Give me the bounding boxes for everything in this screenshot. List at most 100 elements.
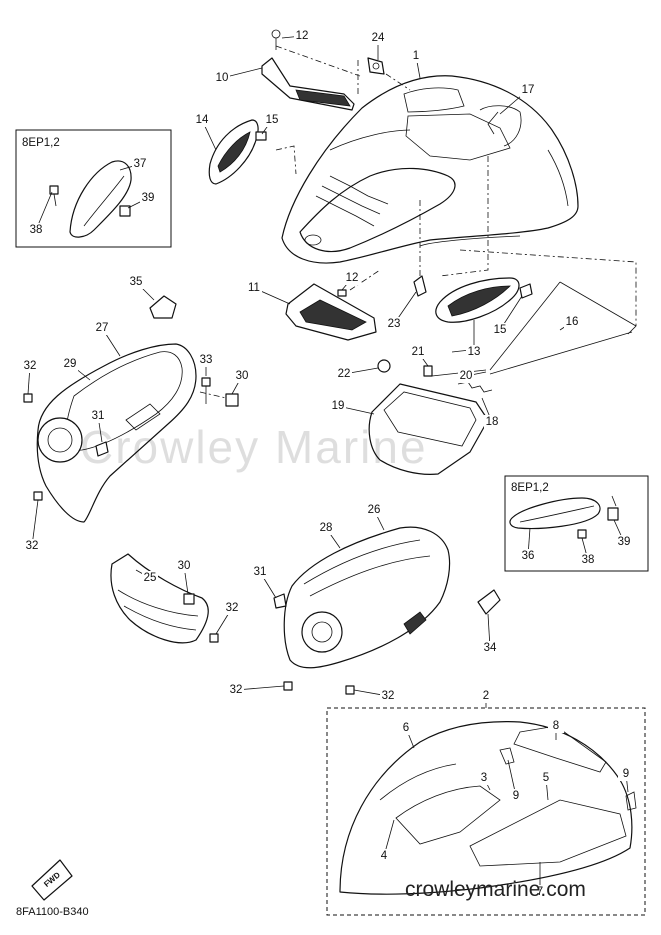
callout-l30a: 30 bbox=[236, 370, 249, 382]
callout-l26: 26 bbox=[368, 504, 381, 516]
callout-bg-l3 bbox=[476, 771, 492, 785]
callout-l32a: 32 bbox=[24, 360, 37, 372]
callout-bg-l29 bbox=[62, 357, 78, 371]
part-30-clip bbox=[225, 393, 239, 407]
part-10-rail bbox=[261, 57, 355, 111]
leader-l32b bbox=[31, 499, 39, 547]
part-30b-clip bbox=[183, 593, 195, 605]
callout-l12a: 12 bbox=[296, 30, 309, 42]
callout-bg-l1 bbox=[408, 49, 424, 63]
callout-l4: 4 bbox=[381, 850, 388, 862]
watermark: Crowley Marine bbox=[80, 421, 428, 473]
callout-bg-l5 bbox=[538, 771, 554, 785]
callout-l35: 35 bbox=[130, 276, 143, 288]
callout-bg-l31a bbox=[90, 409, 106, 423]
callout-l28: 28 bbox=[320, 522, 333, 534]
callout-l10: 10 bbox=[216, 72, 229, 84]
callout-bg-l9a bbox=[508, 789, 524, 803]
callout-bg-l23 bbox=[386, 317, 402, 331]
part-24-bracket bbox=[367, 57, 385, 75]
assembly-2-box bbox=[326, 707, 646, 916]
callout-l7: 7 bbox=[537, 886, 543, 898]
callout-bg-l21 bbox=[410, 345, 426, 359]
fwd-arrow-icon: FWD bbox=[31, 859, 73, 901]
callout-l33: 33 bbox=[200, 354, 213, 366]
callout-l32e: 32 bbox=[382, 690, 395, 702]
inset-title-right: 8EP1,2 bbox=[511, 482, 549, 494]
part-13-vent bbox=[435, 277, 520, 323]
callout-l38a: 38 bbox=[30, 224, 43, 236]
callout-l27: 27 bbox=[96, 322, 109, 334]
part-31b-clip bbox=[273, 593, 287, 609]
callout-l11: 11 bbox=[248, 282, 260, 294]
callout-bg-l19 bbox=[330, 399, 346, 413]
part-2-assembly bbox=[339, 721, 637, 895]
site-url: crowleymarine.com bbox=[405, 878, 586, 901]
callout-bg-l32a bbox=[22, 359, 38, 373]
callout-bg-l2 bbox=[478, 689, 494, 703]
part-39-clip bbox=[119, 205, 131, 217]
callout-bg-l32c bbox=[224, 601, 240, 615]
callout-bg-l14 bbox=[194, 113, 210, 127]
inset-box-top-left bbox=[15, 129, 172, 248]
part-14-vent bbox=[208, 119, 259, 185]
callout-l15b: 15 bbox=[494, 324, 507, 336]
callout-l25: 25 bbox=[144, 572, 157, 584]
callout-bg-l39b bbox=[616, 535, 632, 549]
callout-bg-l6 bbox=[398, 721, 414, 735]
callout-bg-l4 bbox=[376, 849, 392, 863]
inset-box-right bbox=[504, 475, 649, 572]
callout-bg-l27 bbox=[94, 321, 110, 335]
callout-bg-l12a bbox=[294, 29, 310, 43]
part-22-grommet bbox=[377, 359, 391, 373]
callout-bg-l34 bbox=[482, 641, 498, 655]
part-23-clip bbox=[413, 275, 427, 297]
callout-l9a: 9 bbox=[513, 790, 519, 802]
inset-title-top-left: 8EP1,2 bbox=[22, 137, 60, 149]
part-38-bolt bbox=[49, 185, 59, 207]
callout-bg-l35 bbox=[128, 275, 144, 289]
callout-bg-l32b bbox=[24, 539, 40, 553]
callout-l39b: 39 bbox=[618, 536, 631, 548]
callout-bg-l8 bbox=[548, 719, 564, 733]
callout-bg-l15a bbox=[264, 113, 280, 127]
callout-l32c: 32 bbox=[226, 602, 239, 614]
callout-bg-l26 bbox=[366, 503, 382, 517]
callout-bg-l12b bbox=[344, 271, 360, 285]
part-11-rail bbox=[285, 283, 377, 341]
callout-l8: 8 bbox=[553, 720, 559, 732]
callout-l12b: 12 bbox=[346, 272, 359, 284]
part-26-side-cover bbox=[283, 526, 451, 669]
callout-l31b: 31 bbox=[254, 566, 267, 578]
part-21-bolt bbox=[423, 365, 433, 377]
callout-bg-l39a bbox=[140, 191, 156, 205]
callout-bg-l20 bbox=[458, 369, 474, 383]
callout-bg-l38a bbox=[28, 223, 44, 237]
callout-l16: 16 bbox=[566, 316, 579, 328]
callout-bg-l31b bbox=[252, 565, 268, 579]
callout-l34: 34 bbox=[484, 642, 497, 654]
callout-bg-l10 bbox=[214, 71, 230, 85]
callout-l21: 21 bbox=[412, 346, 425, 358]
callout-bg-l16 bbox=[564, 315, 580, 329]
part-36-cover bbox=[509, 497, 601, 530]
callout-bg-l38b bbox=[580, 553, 596, 567]
part-18-spring bbox=[457, 381, 493, 393]
callout-l6: 6 bbox=[403, 722, 409, 734]
callout-l5: 5 bbox=[543, 772, 549, 784]
callout-l14: 14 bbox=[196, 114, 209, 126]
part-1-hood bbox=[281, 75, 579, 264]
callout-l15a: 15 bbox=[266, 114, 279, 126]
callout-l19: 19 bbox=[332, 400, 345, 412]
callout-l1: 1 bbox=[413, 50, 419, 62]
callout-bg-l32d bbox=[228, 683, 244, 697]
callout-bg-l9b bbox=[618, 767, 634, 781]
callout-l20: 20 bbox=[460, 370, 473, 382]
part-12b-pin bbox=[337, 289, 347, 297]
part-27-side-cover bbox=[36, 343, 197, 523]
callout-bg-l28 bbox=[318, 521, 334, 535]
callout-bg-l11 bbox=[246, 281, 262, 295]
part-15-fastener bbox=[255, 131, 267, 141]
